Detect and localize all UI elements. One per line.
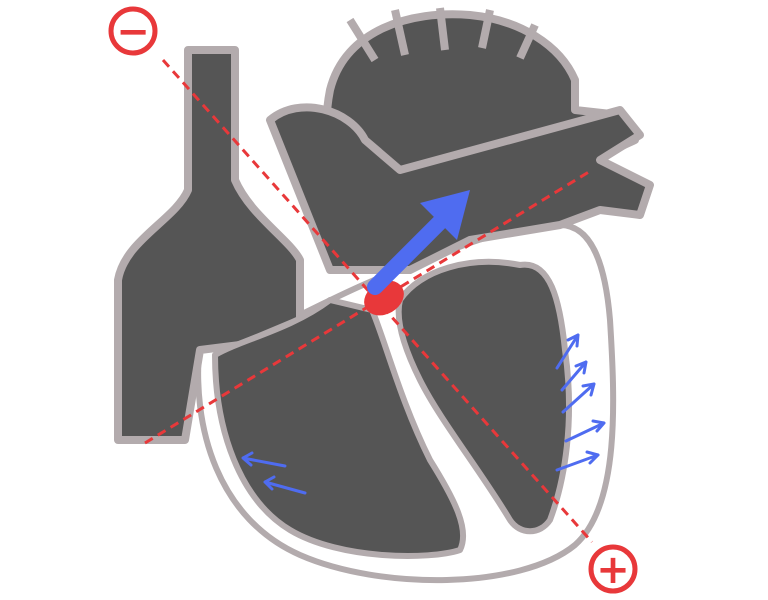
heart-outline <box>114 7 654 584</box>
negative-pole: − <box>108 6 158 56</box>
superior-vena-cava <box>114 46 304 444</box>
pulmonary-artery <box>266 103 654 274</box>
left-ventricle <box>395 259 573 535</box>
right-ventricle-depolarization-arrows <box>241 451 307 495</box>
heart-outer-wall <box>195 222 617 584</box>
negative-pole-label: − <box>116 9 150 55</box>
main-vector-arrow <box>367 190 470 295</box>
positive-pole-label: + <box>596 547 630 593</box>
aortic-branches <box>346 7 539 63</box>
positive-pole: + <box>588 544 638 594</box>
left-ventricle-depolarization-arrows <box>555 333 606 472</box>
